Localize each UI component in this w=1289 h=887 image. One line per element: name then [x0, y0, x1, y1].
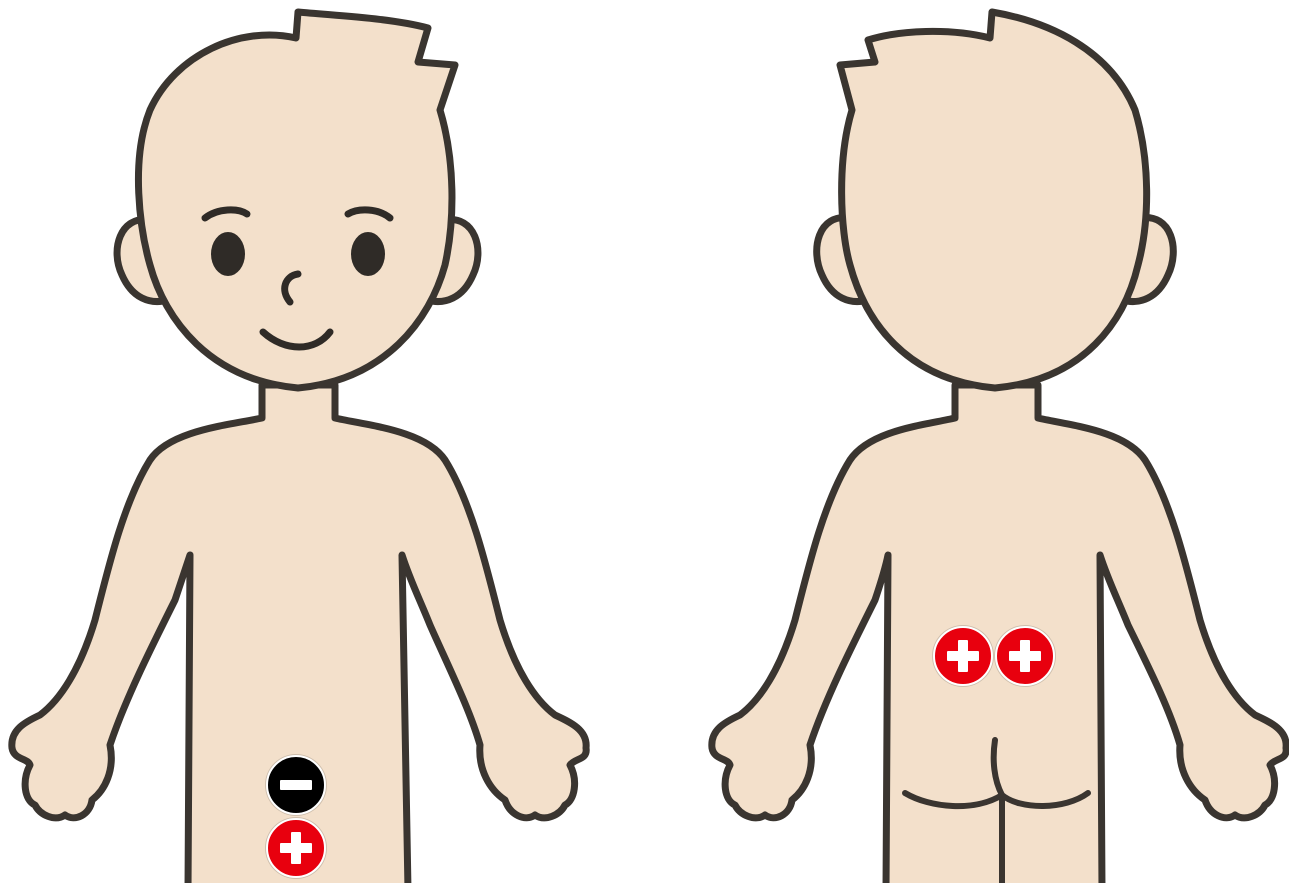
- plus-marker-back-right[interactable]: [995, 626, 1055, 686]
- child-front-figure: [0, 0, 600, 883]
- child-back-icon: [700, 0, 1289, 883]
- back-head-shape: [840, 12, 1147, 388]
- plus-circle-icon: [268, 820, 324, 876]
- minus-circle-icon: [268, 757, 324, 813]
- front-left-eye: [211, 232, 245, 276]
- plus-circle-icon: [935, 628, 991, 684]
- plus-marker[interactable]: [266, 818, 326, 878]
- front-right-eye: [351, 232, 385, 276]
- minus-marker[interactable]: [266, 755, 326, 815]
- child-back-figure: [700, 0, 1289, 883]
- plus-marker-back-left[interactable]: [933, 626, 993, 686]
- plus-circle-icon: [997, 628, 1053, 684]
- front-head-shape: [138, 12, 455, 388]
- child-front-icon: [0, 0, 600, 883]
